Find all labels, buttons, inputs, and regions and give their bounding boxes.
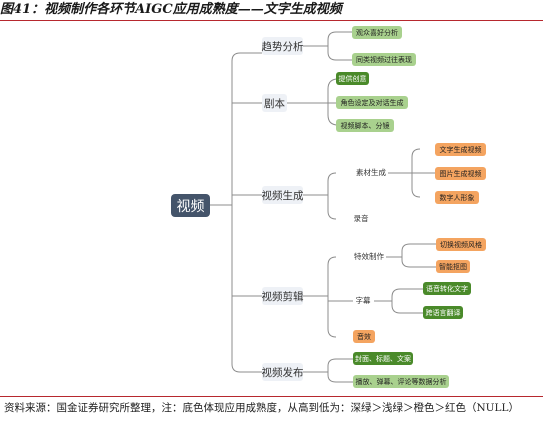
source-divider [0, 396, 543, 397]
connector-subtitle-leaves [374, 288, 423, 314]
branch-script: 剧本 [262, 94, 287, 112]
leaf-smart-cutout: 智能抠图 [436, 260, 470, 273]
branch-generate: 视频生成 [262, 186, 304, 204]
connector-publish-leaves [303, 358, 353, 383]
connector-edit-children [303, 256, 353, 338]
connector-material-leaves [388, 148, 435, 198]
leaf-switch-video-style: 切换视频风格 [436, 238, 486, 251]
leaf-cover-title-copy: 封面、标题、文案 [353, 352, 413, 365]
leaf-data-analysis: 播放、弹幕、评论等数据分析 [353, 375, 449, 388]
mind-map-connectors [210, 31, 436, 383]
connector-trunk [231, 52, 241, 373]
branch-publish: 视频发布 [262, 363, 304, 381]
leaf-text-to-video: 文字生成视频 [435, 143, 486, 156]
branch-trend: 趋势分析 [262, 37, 304, 55]
root-node: 视频 [171, 194, 210, 217]
leaf-similar-video-performance: 同类视频过往表现 [352, 53, 416, 66]
connector-script-leaves [287, 78, 339, 126]
sub-recording: 录音 [353, 214, 369, 223]
title-divider [0, 20, 543, 21]
leaf-cross-language-translation: 跨语言翻译 [423, 306, 463, 319]
leaf-audio-effects: 音效 [353, 330, 375, 343]
leaf-video-script-storyboard: 视频脚本、分镜 [336, 119, 394, 132]
leaf-audience-preference: 观众喜好分析 [352, 26, 402, 39]
sub-subtitles: 字幕 [355, 296, 371, 305]
leaf-provide-ideas: 提供创意 [336, 72, 369, 85]
connector-effects-leaves [386, 243, 436, 268]
connector-trend-leaves [303, 31, 337, 61]
leaf-character-dialogue: 角色设定及对话生成 [336, 96, 408, 109]
leaf-speech-to-text: 语音转化文字 [423, 282, 471, 295]
figure-title: 图41：视频制作各环节AIGC应用成熟度——文字生成视频 [0, 2, 342, 17]
sub-material-generation: 素材生成 [356, 168, 386, 177]
sub-effects: 特效制作 [354, 252, 384, 261]
connector-generate-children [303, 172, 337, 220]
leaf-image-to-video: 图片生成视频 [435, 167, 486, 180]
source-note: 资料来源：国金证券研究所整理，注：底色体现应用成熟度，从高到低为：深绿＞浅绿＞橙… [4, 402, 519, 414]
branch-edit: 视频剪辑 [262, 287, 304, 305]
leaf-digital-human: 数字人形象 [435, 191, 479, 204]
